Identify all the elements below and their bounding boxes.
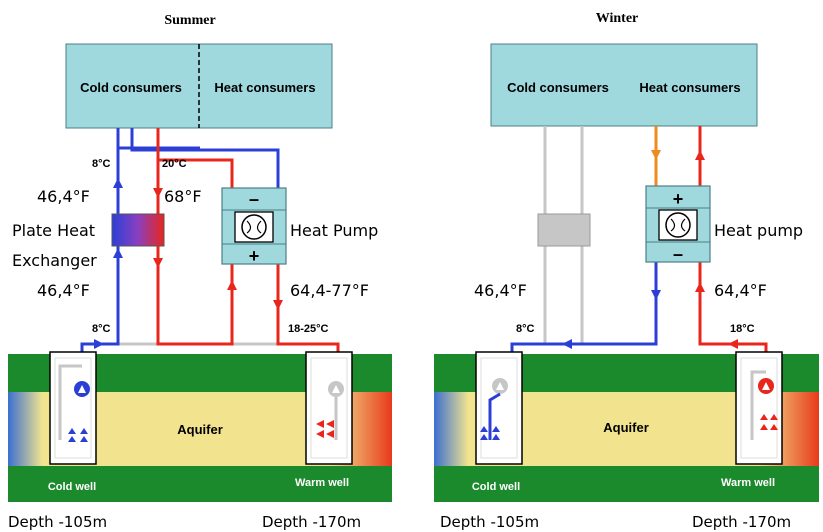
summer-depth-cold: Depth -105m — [8, 513, 107, 531]
winter-plate-heat-exchanger — [537, 213, 591, 247]
winter-warm-well — [735, 351, 783, 465]
winter-heat-pump: + – — [645, 185, 711, 264]
summer-depth-warm: Depth -170m — [262, 513, 361, 531]
summer-f-68: 68°F — [164, 187, 202, 206]
summer-temp-8c-top: 8°C — [92, 158, 111, 170]
svg-text:–: – — [249, 189, 259, 209]
winter-cold-consumers-label: Cold consumers — [507, 80, 609, 95]
winter-consumers-box — [490, 43, 758, 127]
svg-text:+: + — [249, 246, 260, 266]
winter-heat-consumers-label: Heat consumers — [639, 80, 740, 95]
summer-f-64-77: 64,4-77°F — [290, 281, 369, 300]
winter-temp-18c: 18°C — [730, 323, 755, 335]
svg-text:+: + — [673, 189, 684, 209]
summer-plate-heat-exchanger — [111, 213, 165, 247]
winter-cold-well-label: Cold well — [472, 481, 520, 493]
summer-warm-well — [305, 351, 353, 465]
summer-cold-well-label: Cold well — [48, 481, 96, 493]
winter-temp-8c: 8°C — [516, 323, 535, 335]
summer-f-46-bottom: 46,4°F — [37, 281, 90, 300]
summer-aquifer-label: Aquifer — [177, 422, 223, 437]
winter-f-64: 64,4°F — [714, 281, 767, 300]
summer-ground-bottom — [8, 466, 392, 502]
winter-flow-arrows — [562, 150, 738, 349]
summer-flow-arrows — [77, 178, 283, 370]
svg-text:–: – — [673, 244, 683, 264]
winter-f-46: 46,4°F — [474, 281, 527, 300]
winter-ground-bottom — [434, 466, 819, 502]
summer-f-46-top: 46,4°F — [37, 187, 90, 206]
winter-cold-well — [475, 351, 523, 465]
winter-warm-well-label: Warm well — [721, 477, 775, 489]
summer-plate-label-line2: Exchanger — [12, 251, 97, 270]
summer-heat-pump: – + — [221, 187, 287, 266]
summer-temp-18-25: 18-25°C — [288, 323, 329, 335]
summer-cold-consumers-label: Cold consumers — [80, 80, 182, 95]
summer-warm-well-label: Warm well — [295, 477, 349, 489]
winter-title: Winter — [596, 11, 639, 26]
summer-temp-20c: 20°C — [162, 158, 187, 170]
summer-heat-pump-label: Heat Pump — [290, 221, 378, 240]
winter-heat-pump-label: Heat pump — [714, 221, 803, 240]
winter-depth-cold: Depth -105m — [440, 513, 539, 531]
winter-aquifer-label: Aquifer — [603, 420, 649, 435]
summer-heat-consumers-label: Heat consumers — [214, 80, 315, 95]
summer-temp-8c-bottom: 8°C — [92, 323, 111, 335]
summer-plate-label-line1: Plate Heat — [12, 221, 95, 240]
summer-cold-well — [49, 351, 97, 465]
summer-title: Summer — [164, 13, 215, 28]
winter-depth-warm: Depth -170m — [692, 513, 791, 531]
